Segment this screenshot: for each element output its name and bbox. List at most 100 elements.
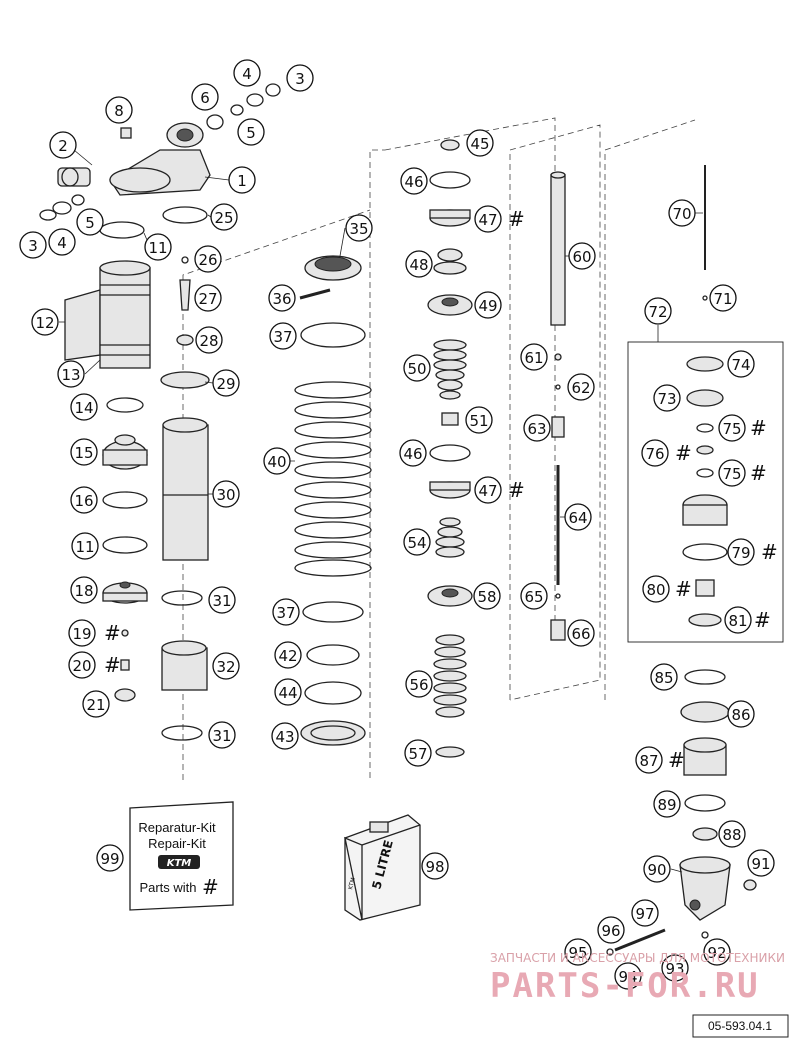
callout-circle [724,606,752,634]
callout-number: 48 [409,256,428,274]
callout-number: 75 [722,465,741,483]
callout-circle [653,384,681,412]
callout-number: 11 [75,538,94,556]
callout-50: 50 [403,354,431,382]
callout-44: 44 [274,678,302,706]
callout-97: 97 [631,899,659,927]
callout-circle [71,532,99,560]
callout-number: 15 [74,444,93,462]
callout-number: 4 [242,65,252,83]
callout-number: 99 [100,850,119,868]
callout-circle [208,721,236,749]
callout-number: 27 [198,290,217,308]
callout-circle [520,582,548,610]
callout-number: 98 [425,858,444,876]
callout-circle [635,746,663,774]
callout-circle [68,619,96,647]
callout-circle [567,373,595,401]
callout-circle [48,228,76,256]
callout-circle [473,582,501,610]
callout-circle [105,96,133,124]
hash-mark: # [754,608,771,632]
spring-column-parts [294,255,372,746]
callout-31: 31 [208,721,236,749]
callout-circle [421,852,449,880]
hash-mark: # [761,540,778,564]
callout-number: 88 [722,826,741,844]
callout-circle [70,438,98,466]
callout-21: 21 [82,690,110,718]
callout-58: 58 [473,582,501,610]
callout-circle [57,360,85,388]
shaft-column-parts [550,171,566,641]
callout-number: 31 [212,727,231,745]
callout-6: 6 [191,83,219,111]
callout-12: 12 [31,308,59,336]
callout-circle [345,214,373,242]
callout-79: 79 [727,538,755,566]
kit-hash: # [202,875,219,899]
callout-94: 94 [614,962,642,990]
callout-number: 14 [74,399,93,417]
callout-number: 5 [246,124,256,142]
callout-circle [70,393,98,421]
callout-circle [668,199,696,227]
callout-circle [631,899,659,927]
callout-circle [82,690,110,718]
callout-45: 45 [466,129,494,157]
callout-number: 76 [645,445,664,463]
callout-number: 37 [276,604,295,622]
callout-number: 28 [199,332,218,350]
callout-29: 29 [212,369,240,397]
part-callouts: 1233445568111112131415161819202125262728… [19,59,775,990]
callout-circle [70,486,98,514]
callout-56: 56 [405,670,433,698]
callout-circle [228,166,256,194]
callout-4: 4 [48,228,76,256]
callout-5: 5 [237,118,265,146]
callout-2: 2 [49,131,77,159]
callout-circle [718,820,746,848]
callout-1: 1 [228,166,256,194]
callout-51: 51 [465,406,493,434]
callout-63: 63 [523,414,551,442]
damper-body-parts [160,206,210,741]
callout-37: 37 [269,322,297,350]
callout-number: 2 [58,137,68,155]
panel-outlines [182,117,784,780]
callout-76: 76 [641,439,669,467]
callout-number: 12 [35,314,54,332]
callout-circle [653,790,681,818]
callout-57: 57 [404,739,432,767]
callout-46: 46 [400,167,428,195]
callout-number: 60 [572,248,591,266]
callout-circle [194,284,222,312]
callout-number: 18 [74,582,93,600]
callout-circle [567,619,595,647]
callout-circle [727,538,755,566]
callout-circle [271,722,299,750]
callout-number: 6 [200,89,210,107]
callout-number: 74 [731,356,750,374]
callout-3: 3 [286,64,314,92]
callout-circle [709,284,737,312]
callout-number: 40 [267,453,286,471]
callout-number: 94 [618,968,637,986]
callout-circle [650,663,678,691]
callout-circle [237,118,265,146]
callout-18: 18 [70,576,98,604]
callout-circle [144,233,172,261]
callout-number: 8 [114,102,124,120]
kit-line-3: Parts with [139,880,196,895]
callout-80: 80 [642,575,670,603]
callout-number: 72 [648,303,667,321]
callout-circle [195,326,223,354]
callout-number: 64 [568,509,587,527]
repair-kit-card: Reparatur-Kit Repair-Kit KTM Parts with … [129,801,234,911]
hash-mark: # [104,621,121,645]
callout-number: 90 [647,861,666,879]
callout-number: 47 [478,211,497,229]
callout-circle [76,208,104,236]
callout-number: 63 [527,420,546,438]
